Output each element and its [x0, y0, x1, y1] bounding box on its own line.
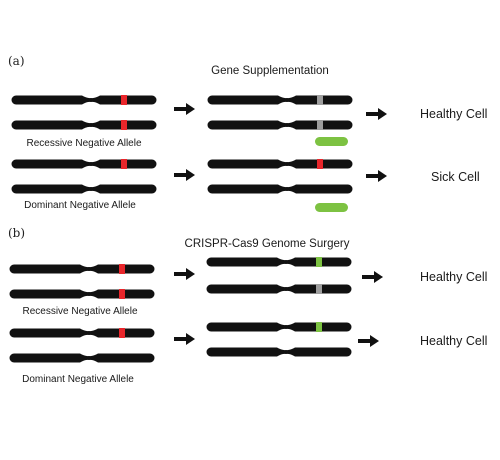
recessive-allele-caption: Recessive Negative Allele	[22, 306, 137, 317]
chromosome	[11, 159, 157, 169]
chromosome	[207, 95, 353, 105]
chromosome	[9, 264, 155, 274]
chromosome	[11, 120, 157, 130]
chromosome	[207, 159, 353, 169]
chromosome	[206, 322, 352, 332]
recessive-allele-caption: Recessive Negative Allele	[26, 138, 141, 149]
outcome-arrow	[366, 108, 387, 120]
outcome-arrow	[358, 335, 379, 347]
chromosome	[206, 257, 352, 267]
mutant-band	[119, 289, 125, 299]
chromosome	[9, 353, 155, 363]
process-arrow	[174, 103, 195, 115]
mutant-band	[119, 264, 125, 274]
panel-b-label: (b)	[8, 226, 25, 240]
chromosome	[206, 284, 352, 294]
corrected-band	[316, 257, 322, 267]
outcome-healthy-cell: Healthy Cell	[420, 107, 487, 121]
chromosome	[9, 289, 155, 299]
outcome-arrow	[366, 170, 387, 182]
dominant-allele-caption: Dominant Negative Allele	[22, 374, 134, 385]
mutant-band	[121, 120, 127, 130]
supplemented-gene	[315, 203, 348, 212]
dominant-allele-caption: Dominant Negative Allele	[24, 200, 136, 211]
supplemented-gene	[315, 137, 348, 146]
chromosome	[206, 347, 352, 357]
process-arrow	[174, 169, 195, 181]
chromosome	[9, 328, 155, 338]
chromosome	[11, 184, 157, 194]
panel-a-title: Gene Supplementation	[211, 65, 329, 77]
chromosome	[207, 184, 353, 194]
outcome-arrow	[362, 271, 383, 283]
panel-b-title: CRISPR-Cas9 Genome Surgery	[185, 238, 350, 250]
panel-a-label: (a)	[8, 54, 25, 68]
chromosome	[207, 120, 353, 130]
mutant-band	[121, 159, 127, 169]
mutant-band	[121, 95, 127, 105]
inactive-band	[317, 120, 323, 130]
chromosome	[11, 95, 157, 105]
mutant-band	[317, 159, 323, 169]
outcome-sick-cell: Sick Cell	[431, 170, 480, 184]
process-arrow	[174, 333, 195, 345]
outcome-healthy-cell: Healthy Cell	[420, 270, 487, 284]
inactive-band	[316, 284, 322, 294]
inactive-band	[317, 95, 323, 105]
process-arrow	[174, 268, 195, 280]
corrected-band	[316, 322, 322, 332]
outcome-healthy-cell: Healthy Cell	[420, 334, 487, 348]
mutant-band	[119, 328, 125, 338]
